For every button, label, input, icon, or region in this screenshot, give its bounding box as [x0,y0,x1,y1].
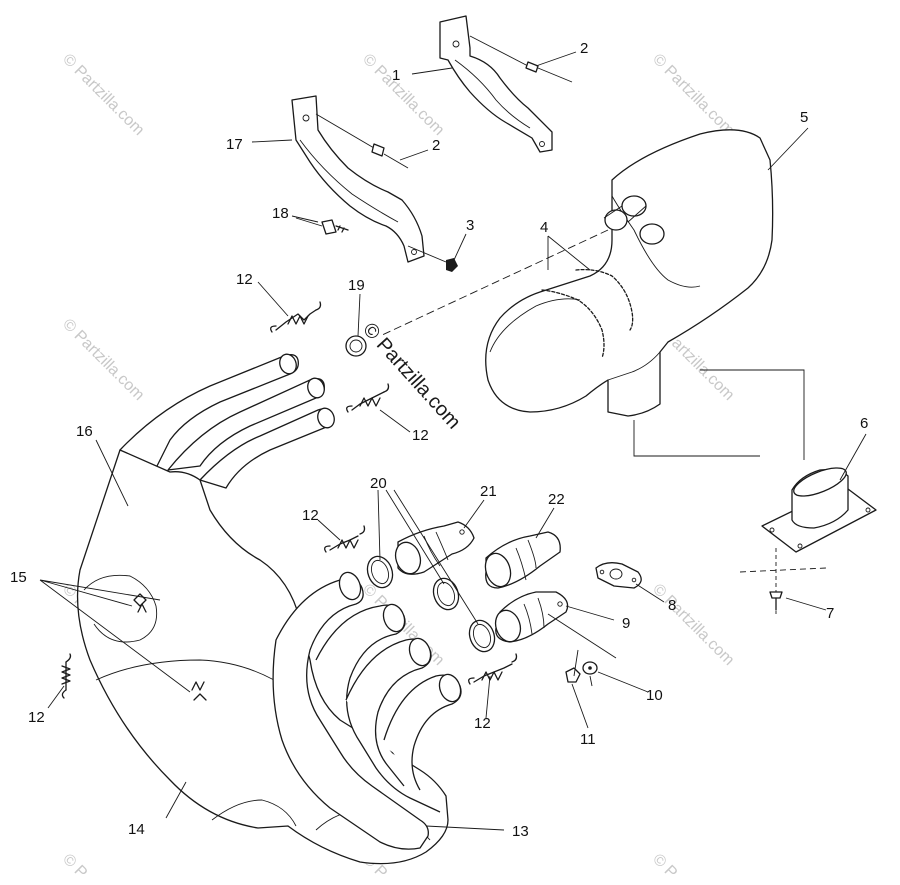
part-12-spring-far-left [61,653,72,699]
callout-15: 15 [10,569,27,586]
callout-12: 12 [28,709,45,726]
part-1-bracket [439,15,553,153]
part-11-nut [565,667,581,683]
leader-hardware [547,613,617,687]
callout-labels: 1 2 17 2 18 3 4 5 12 19 12 16 6 20 21 22… [10,40,868,840]
callout-7: 7 [826,605,834,622]
part-22-pipe [484,531,561,589]
part-18-bolt [295,217,349,235]
callout-14: 14 [128,821,145,838]
callout-11: 11 [580,731,596,748]
callout-6: 6 [860,415,868,432]
part-6-outlet-flange [761,467,877,553]
part-10-washer [582,661,598,675]
part-20-clamps [366,555,496,653]
part-15-spring-hooks [133,593,207,701]
callout-4: 4 [540,219,548,236]
part-19-clamp [345,335,367,357]
callout-22: 22 [548,491,565,508]
part-2-screw-lower [315,113,409,169]
watermark-edge: © P [649,851,680,882]
callout-9: 9 [622,615,630,632]
callout-18: 18 [272,205,289,222]
callout-13: 13 [512,823,529,840]
part-3-nut [407,245,458,272]
callout-17: 17 [226,136,243,153]
part-2-screw-upper [469,35,573,83]
callout-19: 19 [348,277,365,294]
part-12-spring-left [324,525,366,553]
part-5-muffler [485,129,774,417]
watermark-repeat: © Partzilla.com [359,51,447,139]
watermark-edge: © P [59,851,90,882]
part-16-header-pipes [119,353,335,551]
callout-3: 3 [466,217,474,234]
watermark-repeat: © Partzilla.com [649,51,737,139]
callout-12: 12 [236,271,253,288]
callout-12: 12 [412,427,429,444]
callout-21: 21 [480,483,497,500]
leader-lines [39,51,867,831]
connector-lines [633,369,805,460]
part-13-outlet-pipes [272,571,462,850]
callout-2: 2 [432,137,440,154]
callout-5: 5 [800,109,808,126]
part-7-bolt [739,548,827,614]
callout-12: 12 [302,507,319,524]
part-12-spring-top [270,301,322,333]
part-14-expansion-chamber [76,449,449,865]
callout-16: 16 [76,423,93,440]
callout-10: 10 [646,687,663,704]
callout-12: 12 [474,715,491,732]
watermark-center: © Partzilla.com [358,319,465,434]
watermark-repeat: © Partzilla.com [59,51,147,139]
callout-1: 1 [392,67,400,84]
part-9-pipe [494,591,569,643]
callout-2: 2 [580,40,588,57]
callout-8: 8 [668,597,676,614]
part-12-spring-mid [346,383,390,413]
part-17-bracket [291,95,425,263]
watermark-repeat: © Partzilla.com [649,581,737,669]
part-12-spring-bottom [468,653,518,685]
part-21-pipe [394,521,475,575]
part-8-gasket [595,562,642,589]
callout-20: 20 [370,475,387,492]
watermark-repeat: © Partzilla.com [59,316,147,404]
